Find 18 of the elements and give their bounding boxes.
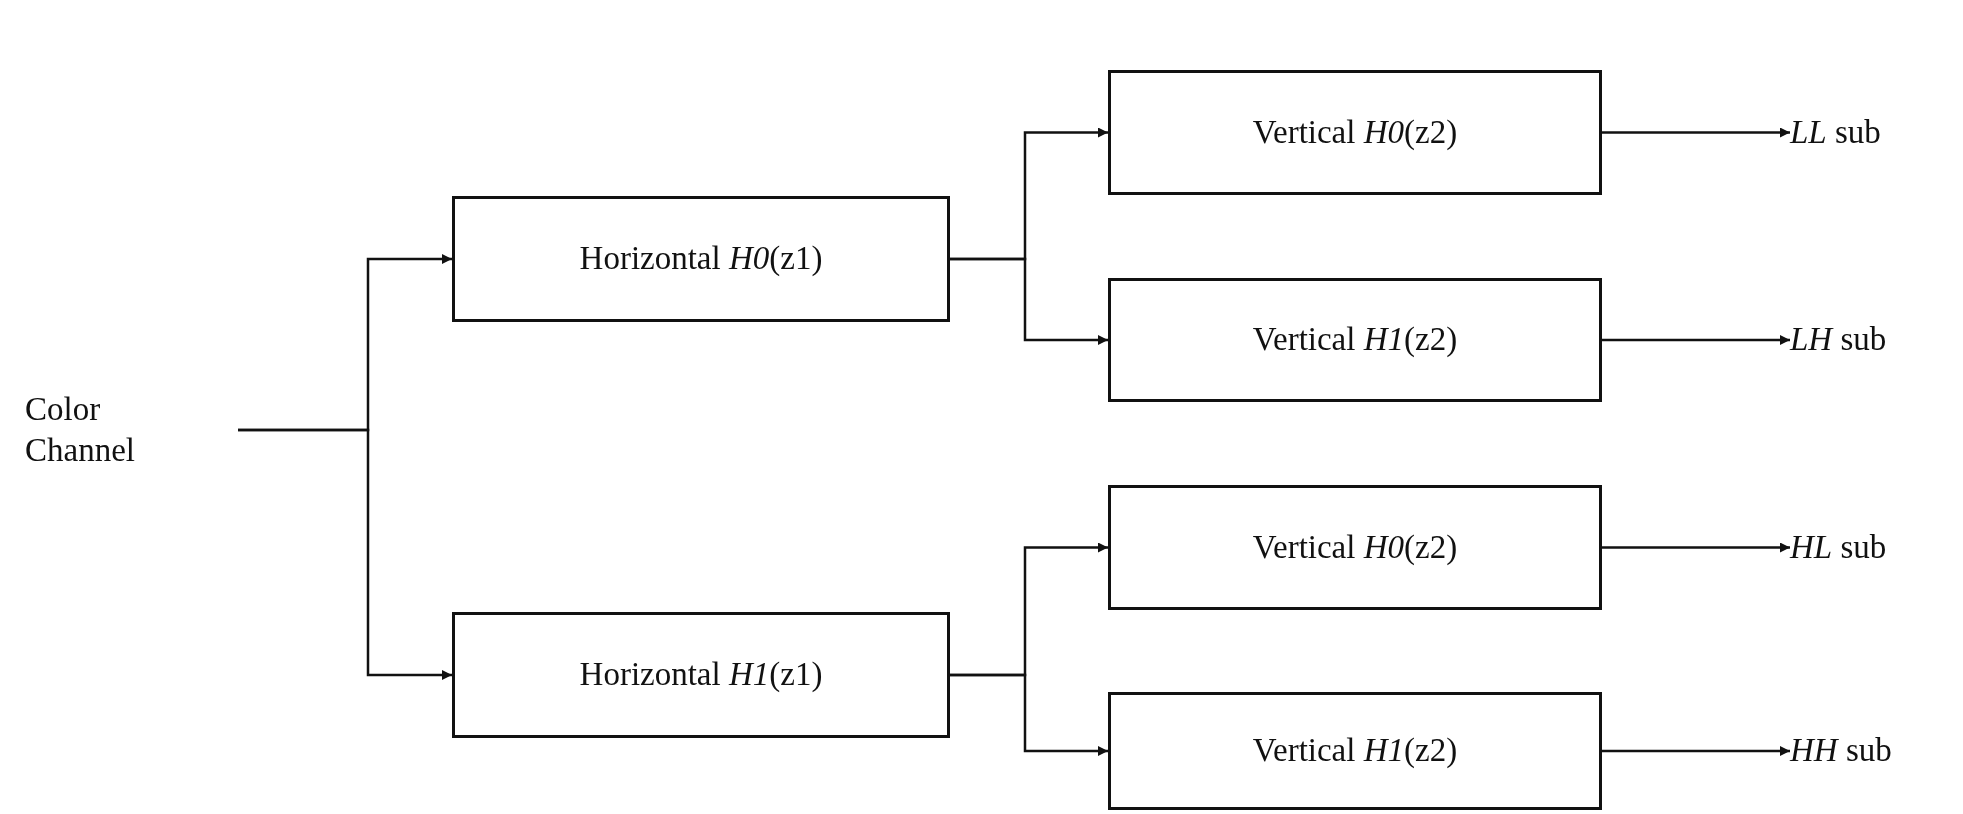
- arrow: [238, 428, 452, 680]
- arrow: [1602, 335, 1790, 345]
- arrow: [950, 257, 1108, 345]
- output-label: LH sub: [1790, 317, 1960, 363]
- process-box: Vertical H1(z2): [1108, 692, 1602, 810]
- input-label: Color Channel: [25, 385, 238, 475]
- process-box: Vertical H0(z2): [1108, 70, 1602, 195]
- arrow: [1602, 746, 1790, 756]
- process-box: Vertical H1(z2): [1108, 278, 1602, 402]
- arrow: [950, 673, 1108, 756]
- output-label: HH sub: [1790, 728, 1960, 774]
- process-box: Horizontal H1(z1): [452, 612, 950, 738]
- arrow: [1602, 127, 1790, 138]
- process-box: Horizontal H0(z1): [452, 196, 950, 322]
- process-box: Vertical H0(z2): [1108, 485, 1602, 610]
- output-label: LL sub: [1790, 109, 1960, 156]
- arrow: [1602, 542, 1790, 553]
- output-label: HL sub: [1790, 524, 1960, 571]
